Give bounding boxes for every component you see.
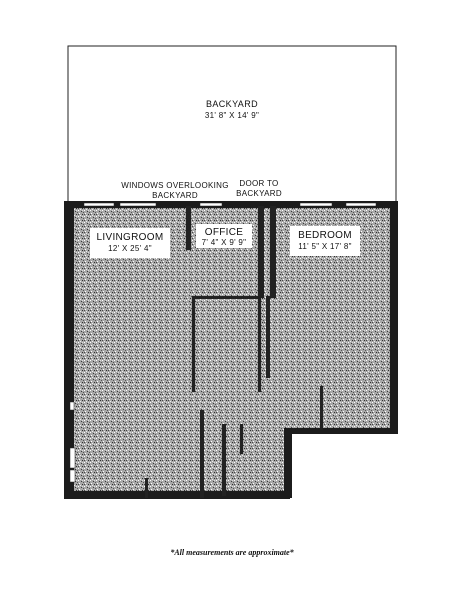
backyard-area: [67, 45, 397, 205]
interior-walls: [145, 206, 323, 498]
office-dimensions: 7' 4" X 9' 9": [202, 238, 247, 247]
bedroom-dimensions: 11' 5" X 17' 8": [298, 242, 352, 251]
office-name: OFFICE: [205, 227, 243, 238]
door-note-line2: BACKYARD: [236, 189, 282, 198]
living-room-name: LIVINGROOM: [97, 232, 164, 243]
backyard-dimensions: 31' 8" X 14' 9": [205, 111, 259, 120]
exterior-walls: [64, 201, 398, 499]
bedroom-room: BEDROOM 11' 5" X 17' 8": [290, 226, 360, 256]
living-room: LIVINGROOM 12' X 25' 4": [90, 228, 170, 258]
closet-markers: [69, 401, 76, 483]
measurements-footnote: *All measurements are approximate*: [170, 548, 294, 557]
backyard-label: BACKYARD: [206, 99, 258, 109]
window-markers: [83, 202, 377, 207]
office-room: OFFICE 7' 4" X 9' 9": [196, 224, 252, 248]
door-note-line1: DOOR TO: [239, 179, 278, 188]
windows-note-line1: WINDOWS OVERLOOKING: [121, 181, 229, 190]
living-room-dimensions: 12' X 25' 4": [108, 244, 152, 253]
bedroom-name: BEDROOM: [298, 230, 352, 241]
windows-note-line2: BACKYARD: [152, 191, 198, 200]
